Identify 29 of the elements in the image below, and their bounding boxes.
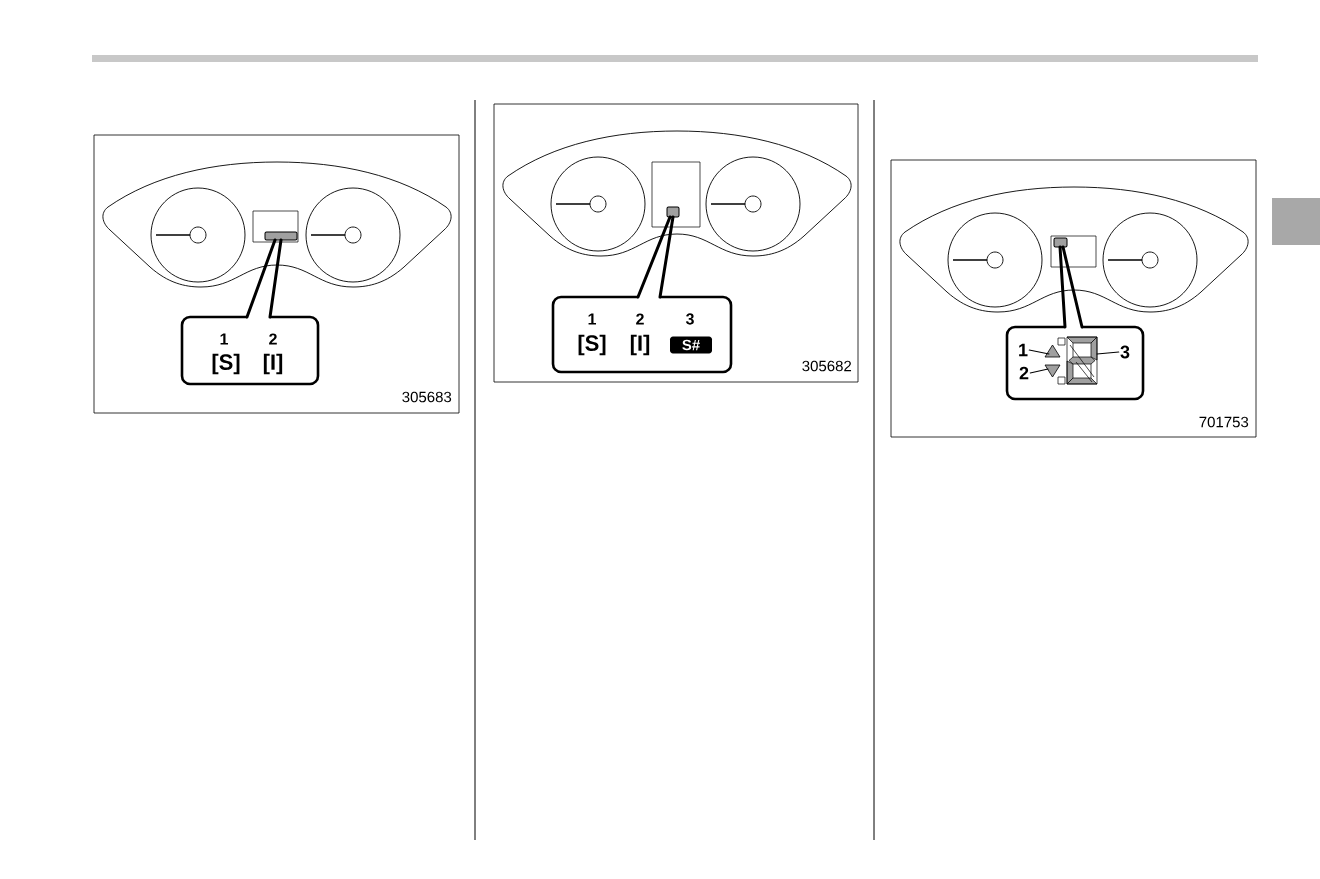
up-triangle <box>1044 344 1061 358</box>
callout-number: 2 <box>1019 366 1029 380</box>
callout-number: 3 <box>1120 345 1130 359</box>
callout-number: 2 <box>636 313 644 325</box>
indicator-light <box>264 231 298 241</box>
leader-line <box>1028 349 1050 355</box>
figure-number: 305682 <box>802 360 852 372</box>
callout-number: 1 <box>220 333 228 345</box>
callout-number: 1 <box>1019 343 1028 357</box>
segment-digit <box>1066 336 1098 385</box>
callout-number: 1 <box>588 313 596 325</box>
callout-pointer <box>636 215 675 299</box>
leader-line <box>1029 368 1049 374</box>
figure-number: 305683 <box>402 391 452 403</box>
indicator-light <box>1053 237 1068 248</box>
mode-badge: S# <box>670 336 712 354</box>
mode-symbol: [S] <box>212 353 240 375</box>
figure-number: 701753 <box>1199 416 1249 428</box>
callout-number: 2 <box>269 333 277 345</box>
callout-pointer <box>1058 245 1084 329</box>
leader-line <box>1096 351 1120 355</box>
mode-symbol: [I] <box>263 353 283 375</box>
indicator-light <box>666 206 680 218</box>
callout-pointer <box>245 238 283 319</box>
callout-number: 3 <box>685 313 694 325</box>
callout-box <box>1005 325 1145 401</box>
down-triangle <box>1044 364 1061 378</box>
mode-symbol: [I] <box>630 334 650 356</box>
mode-symbol: [S] <box>578 334 606 356</box>
